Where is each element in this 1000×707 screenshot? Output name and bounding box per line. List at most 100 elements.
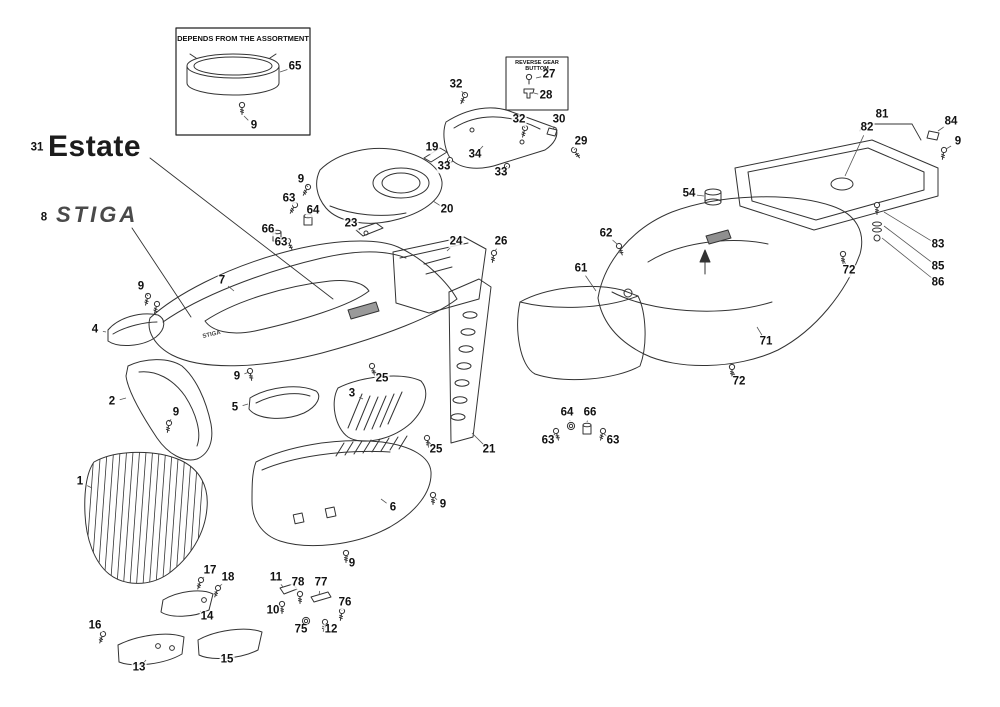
part-29-screw bbox=[569, 145, 583, 160]
part-label: 82 bbox=[859, 121, 875, 134]
part-4-trim bbox=[107, 313, 165, 346]
part-label: 72 bbox=[731, 375, 747, 388]
model-title: Estate bbox=[48, 130, 142, 163]
part-label: 2 bbox=[107, 395, 117, 408]
part-72-screw bbox=[839, 250, 847, 264]
part-label: 85 bbox=[930, 260, 946, 273]
part-label: 66 bbox=[582, 406, 598, 419]
part-61-rear-cover bbox=[517, 285, 646, 381]
part-label: 81 bbox=[874, 108, 890, 121]
hood-logo-text: STIGA bbox=[202, 330, 222, 340]
part-label: 27 bbox=[541, 68, 557, 81]
part-27-button bbox=[525, 73, 533, 85]
part-label: 24 bbox=[448, 235, 464, 248]
part-label: 84 bbox=[943, 115, 959, 128]
part-label: 64 bbox=[305, 204, 321, 217]
part-84-clip bbox=[926, 130, 940, 141]
assortment-box bbox=[175, 27, 311, 136]
part-label: 18 bbox=[220, 571, 236, 584]
part-label: 13 bbox=[131, 661, 147, 674]
part-label: 9 bbox=[296, 173, 306, 186]
part-6-front-panel bbox=[251, 435, 432, 547]
part-label: 26 bbox=[493, 235, 509, 248]
part-label: 3 bbox=[347, 387, 357, 400]
part-label: 83 bbox=[930, 238, 946, 251]
part-9-screw bbox=[238, 101, 246, 115]
part-11-bracket bbox=[279, 583, 298, 595]
part-label: 61 bbox=[573, 262, 589, 275]
part-label: 9 bbox=[249, 119, 259, 132]
part-label: 6 bbox=[388, 501, 398, 514]
part-label: 78 bbox=[290, 576, 306, 589]
part-label: 25 bbox=[374, 372, 390, 385]
part-label: 1 bbox=[75, 475, 85, 488]
reverse-gear-box-title: REVERSE GEAR BUTTOM bbox=[515, 60, 559, 72]
part-label: 31 bbox=[29, 141, 45, 154]
part-label: 19 bbox=[424, 141, 440, 154]
part-label: 66 bbox=[260, 223, 276, 236]
part-15-bracket bbox=[197, 628, 263, 659]
part-label: 28 bbox=[538, 89, 554, 102]
part-78-screw bbox=[296, 590, 304, 604]
part-label: 30 bbox=[551, 113, 567, 126]
part-9-screw bbox=[939, 146, 948, 161]
part-2-side-trim bbox=[125, 359, 213, 461]
part-label: 77 bbox=[313, 576, 329, 589]
part-9-screw bbox=[151, 300, 161, 315]
part-label: 64 bbox=[559, 406, 575, 419]
part-21-support-strip bbox=[448, 278, 492, 444]
part-label: 20 bbox=[439, 203, 455, 216]
part-label: 32 bbox=[511, 113, 527, 126]
part-label: 63 bbox=[273, 236, 289, 249]
part-66-bushing bbox=[582, 422, 592, 435]
part-30-clip bbox=[546, 127, 558, 137]
part-label: 62 bbox=[598, 227, 614, 240]
part-23-bracket bbox=[355, 222, 384, 237]
part-26-screw bbox=[489, 249, 498, 264]
part-label: 32 bbox=[448, 78, 464, 91]
part-label: 33 bbox=[493, 166, 509, 179]
part-71-rear-fender bbox=[597, 196, 863, 366]
part-label: 86 bbox=[930, 276, 946, 289]
part-5-trim bbox=[248, 386, 320, 419]
part-label: 7 bbox=[217, 274, 227, 287]
part-label: 23 bbox=[343, 217, 359, 230]
part-82-top-plate bbox=[734, 139, 939, 231]
part-label: 63 bbox=[605, 434, 621, 447]
part-9-screw bbox=[246, 367, 255, 382]
part-label: 75 bbox=[293, 623, 309, 636]
part-label: 54 bbox=[681, 187, 697, 200]
part-7-hood bbox=[148, 240, 458, 367]
part-1-grille bbox=[84, 451, 208, 584]
part-label: 29 bbox=[573, 135, 589, 148]
part-label: 71 bbox=[758, 335, 774, 348]
stiga-logo: STIGA bbox=[56, 202, 139, 227]
part-77-plate bbox=[310, 591, 332, 603]
part-65-ring bbox=[186, 53, 280, 96]
part-label: 12 bbox=[323, 623, 339, 636]
part-17-screw bbox=[194, 576, 205, 591]
part-label: 25 bbox=[428, 443, 444, 456]
part-24-support-panel bbox=[392, 236, 487, 314]
part-label: 11 bbox=[268, 571, 284, 584]
part-label: 16 bbox=[87, 619, 103, 632]
part-label: 34 bbox=[467, 148, 483, 161]
part-label: 63 bbox=[281, 192, 297, 205]
part-label: 33 bbox=[436, 160, 452, 173]
part-3-side-panel bbox=[333, 375, 427, 442]
part-64-washer bbox=[566, 421, 576, 431]
part-label: 9 bbox=[171, 406, 181, 419]
part-18-screw bbox=[211, 584, 222, 599]
part-9-screw bbox=[429, 491, 437, 505]
part-label: 8 bbox=[39, 211, 49, 224]
part-9-screw bbox=[164, 419, 173, 434]
stiga-leader-line bbox=[131, 227, 192, 318]
part-label: 9 bbox=[953, 135, 963, 148]
part-label: 72 bbox=[841, 264, 857, 277]
leader-lines-layer bbox=[87, 69, 952, 663]
estate-leader-line bbox=[149, 157, 334, 300]
part-label: 5 bbox=[230, 401, 240, 414]
reverse-gear-box bbox=[505, 56, 569, 111]
